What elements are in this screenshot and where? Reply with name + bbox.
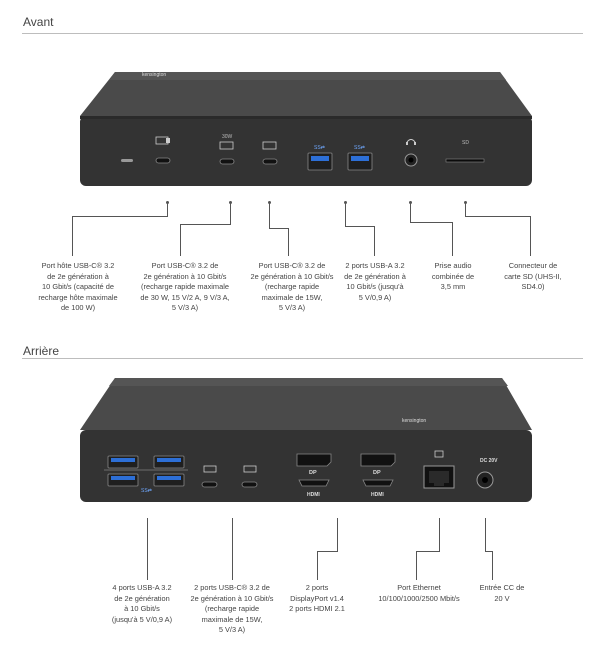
front-usbc-15w-port — [262, 141, 278, 165]
rear-ethernet-port — [423, 450, 455, 489]
leader-dot — [229, 201, 232, 204]
leader-line — [452, 222, 453, 256]
leader-line — [232, 518, 233, 580]
rear-callout-usbc: 2 ports USB-C® 3.2 de 2e génération à 10… — [190, 583, 274, 635]
leader-line — [317, 551, 318, 580]
dock-front-top-surface — [80, 72, 532, 116]
leader-line — [167, 203, 168, 217]
rear-section-divider — [22, 358, 583, 359]
dc-label: DC 20V — [480, 458, 498, 464]
leader-line — [492, 551, 493, 580]
svg-text:SS⇄: SS⇄ — [141, 488, 152, 494]
front-callout-usbc-30w: Port USB-C® 3.2 de 2e génération à 10 Gb… — [140, 261, 230, 313]
rear-section-title: Arrière — [23, 344, 60, 358]
front-callout-usbc-15w: Port USB-C® 3.2 de 2e génération à 10 Gb… — [250, 261, 334, 313]
dock-front-face — [80, 116, 532, 186]
front-host-usbc-port — [155, 136, 171, 164]
leader-line — [72, 216, 73, 256]
svg-text:SS⇄: SS⇄ — [314, 145, 325, 151]
dock-rear-image: kensington SS⇄ DP HDMI DP HDMI — [80, 378, 532, 502]
leader-line — [269, 228, 289, 229]
leader-line — [180, 224, 231, 225]
rear-usbc-ports — [201, 465, 258, 488]
rear-dc-input: DC 20V — [476, 458, 498, 489]
leader-dot — [409, 201, 412, 204]
hdmi1-label: HDMI — [307, 492, 320, 498]
dp2-label: DP — [373, 470, 381, 476]
sd-label: SD — [462, 140, 469, 146]
leader-line — [345, 226, 375, 227]
front-audio-jack — [404, 139, 418, 167]
front-callout-sd: Connecteur de carte SD (UHS-II, SD4.0) — [504, 261, 562, 292]
leader-dot — [464, 201, 467, 204]
leader-dot — [166, 201, 169, 204]
leader-line — [439, 518, 440, 552]
leader-line — [465, 203, 466, 217]
leader-line — [230, 203, 231, 225]
leader-line — [345, 203, 346, 227]
front-usba-ports: SS⇄ SS⇄ — [307, 145, 373, 171]
front-section-title: Avant — [23, 15, 54, 29]
hdmi2-label: HDMI — [371, 492, 384, 498]
dock-front-image: kensington 30W SS⇄ SS⇄ SD — [80, 72, 532, 186]
leader-line — [416, 551, 440, 552]
rear-video-ports: DP HDMI DP HDMI — [296, 453, 396, 498]
front-section-divider — [22, 33, 583, 34]
power-led — [121, 159, 133, 162]
leader-line — [485, 518, 486, 552]
leader-line — [180, 224, 181, 256]
leader-line — [337, 518, 338, 552]
leader-line — [269, 203, 270, 229]
leader-line — [530, 216, 531, 256]
leader-dot — [268, 201, 271, 204]
rear-callout-ethernet: Port Ethernet 10/100/1000/2500 Mbit/s — [378, 583, 460, 603]
rear-callout-usba: 4 ports USB-A 3.2 de 2e génération à 10 … — [111, 583, 173, 624]
leader-line — [288, 228, 289, 256]
rear-usba-ports: SS⇄ — [104, 455, 188, 494]
leader-line — [317, 551, 338, 552]
leader-line — [485, 551, 493, 552]
pd-30w-label: 30W — [222, 134, 233, 140]
rear-callout-video: 2 ports DisplayPort v1.4 2 ports HDMI 2.… — [289, 583, 345, 614]
leader-line — [410, 203, 411, 223]
leader-line — [465, 216, 531, 217]
leader-dot — [344, 201, 347, 204]
dock-rear-top-surface — [80, 378, 532, 430]
rear-callout-dc: Entrée CC de 20 V — [479, 583, 525, 603]
leader-line — [147, 518, 148, 580]
leader-line — [416, 551, 417, 580]
leader-line — [72, 216, 168, 217]
dp1-label: DP — [309, 470, 317, 476]
leader-line — [410, 222, 453, 223]
front-usbc-30w-port: 30W — [219, 134, 235, 165]
front-callout-host-usbc: Port hôte USB-C® 3.2 de 2e génération à … — [38, 261, 118, 313]
front-sd-slot: SD — [445, 140, 485, 163]
front-callout-audio: Prise audio combinée de 3,5 mm — [431, 261, 475, 292]
leader-line — [374, 226, 375, 256]
front-callout-usba: 2 ports USB-A 3.2 de 2e génération à 10 … — [344, 261, 406, 302]
dock-rear-brand-label: kensington — [402, 418, 426, 424]
dock-front-brand-label: kensington — [142, 72, 166, 78]
svg-text:SS⇄: SS⇄ — [354, 145, 365, 151]
